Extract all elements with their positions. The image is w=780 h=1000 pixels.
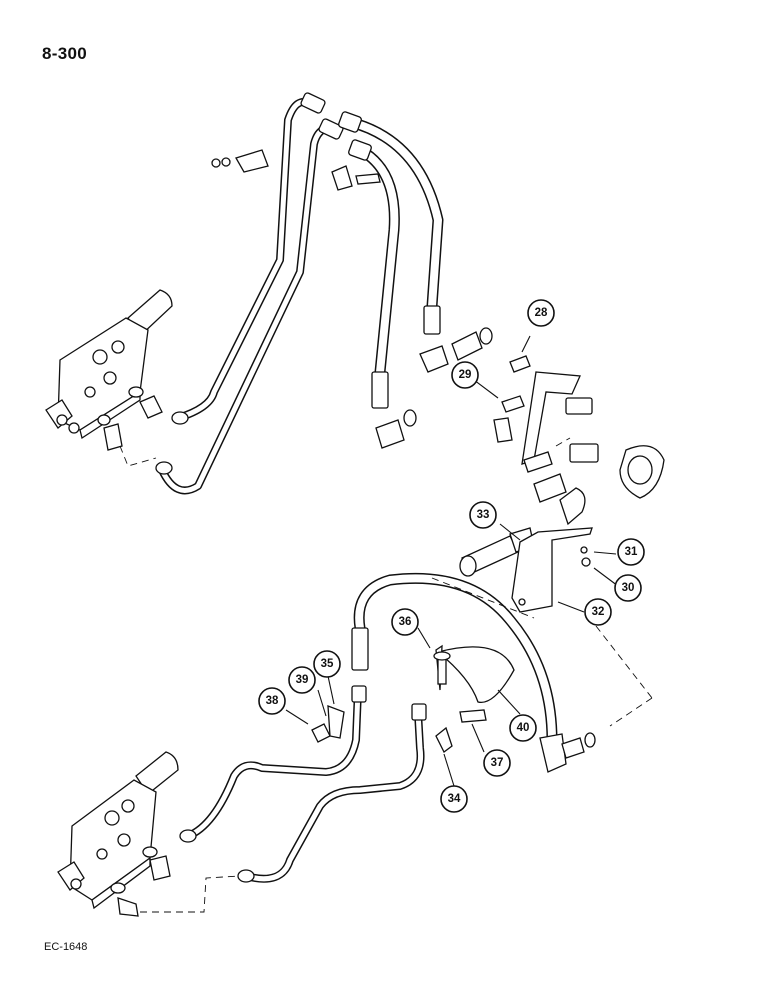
svg-text:31: 31 <box>625 546 638 558</box>
callout-36: 36 <box>391 608 419 636</box>
svg-text:32: 32 <box>592 606 605 618</box>
callout-39: 39 <box>288 666 316 694</box>
upper-steel-tubes <box>155 92 344 495</box>
lower-control-valve <box>57 751 179 910</box>
lower-assembly-leader-line <box>140 875 241 913</box>
upper-assembly-leader-line <box>119 445 157 467</box>
callout-29: 29 <box>451 361 479 389</box>
callout-34: 34 <box>440 785 468 813</box>
lower-coupler-and-bracket <box>431 527 653 727</box>
upper-elbows <box>375 327 493 449</box>
callout-30: 30 <box>614 574 642 602</box>
svg-text:34: 34 <box>448 793 461 805</box>
lower-steel-tubes <box>179 685 427 883</box>
svg-text:39: 39 <box>296 674 309 686</box>
upper-valve-fittings <box>97 386 163 451</box>
callout-40: 40 <box>509 714 537 742</box>
svg-text:37: 37 <box>491 757 504 769</box>
svg-text:36: 36 <box>399 616 412 628</box>
svg-text:40: 40 <box>517 722 530 734</box>
callout-28: 28 <box>527 299 555 327</box>
svg-text:30: 30 <box>622 582 635 594</box>
svg-text:35: 35 <box>321 658 334 670</box>
svg-text:38: 38 <box>266 695 279 707</box>
lower-valve-fittings <box>110 846 171 917</box>
lower-long-hose <box>351 572 596 773</box>
upper-clamp-hardware <box>211 149 381 191</box>
lower-clamp-hardware <box>311 644 515 753</box>
callout-32: 32 <box>584 598 612 626</box>
callout-31: 31 <box>617 538 645 566</box>
callout-33: 33 <box>469 501 497 529</box>
figure-code: EC-1648 <box>44 941 88 953</box>
upper-hoses <box>338 111 444 409</box>
callout-38: 38 <box>258 687 286 715</box>
callout-35: 35 <box>313 650 341 678</box>
svg-text:28: 28 <box>535 307 548 319</box>
svg-text:33: 33 <box>477 509 490 521</box>
callout-37: 37 <box>483 749 511 777</box>
page-number: 8-300 <box>42 44 87 63</box>
upper-bracket-and-couplers <box>493 355 665 526</box>
callouts: 28 29 30 31 32 33 34 35 36 37 38 <box>258 299 645 813</box>
svg-text:29: 29 <box>459 369 472 381</box>
